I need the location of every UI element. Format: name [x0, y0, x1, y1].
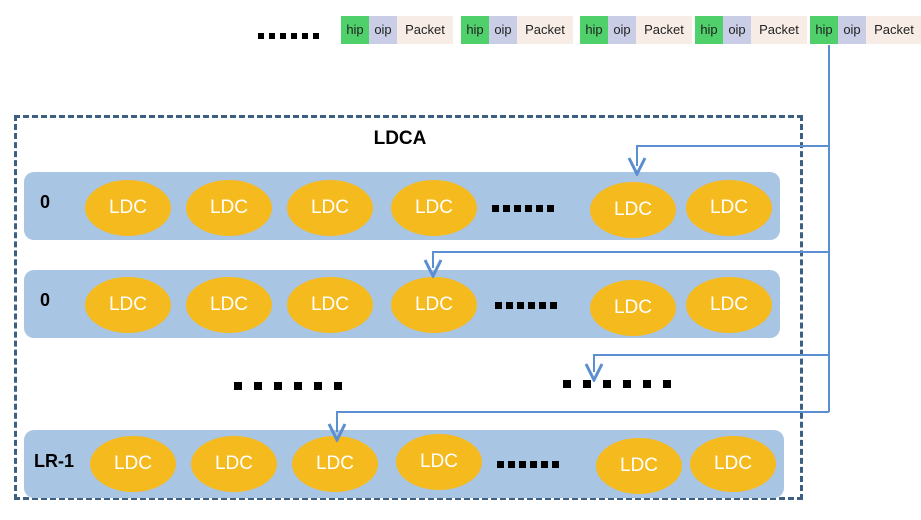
packet-payload: Packet — [751, 16, 807, 44]
dispatch-arrow-row1 — [637, 145, 829, 166]
ldca-title: LDCA — [373, 128, 427, 149]
packet: hip oip Packet — [341, 16, 453, 44]
row-label: LR-1 — [34, 451, 74, 471]
ldc-unit: LDC — [590, 182, 676, 238]
row-ellipsis — [492, 205, 554, 212]
dispatch-arrow-mid — [594, 354, 829, 372]
packet-hip: hip — [341, 16, 369, 44]
ldc-unit: LDC — [391, 180, 477, 236]
ldc-unit: LDC — [686, 277, 772, 333]
packet-payload: Packet — [397, 16, 453, 44]
packet-oip: oip — [489, 16, 517, 44]
packet-hip: hip — [461, 16, 489, 44]
row-label: 0 — [40, 192, 51, 212]
ldc-unit: LDC — [590, 280, 676, 336]
packet: hip oip Packet — [461, 16, 573, 44]
ldc-unit: LDC — [396, 434, 482, 490]
row-ellipsis — [495, 302, 557, 309]
packet-payload: Packet — [636, 16, 692, 44]
ldc-unit: LDC — [85, 277, 171, 333]
packet-oip: oip — [723, 16, 751, 44]
ldc-unit: LDC — [596, 438, 682, 494]
ldc-unit: LDC — [186, 180, 272, 236]
ldc-unit: LDC — [90, 436, 176, 492]
ldc-unit: LDC — [85, 180, 171, 236]
packet: hip oip Packet — [810, 16, 921, 44]
row-label: 0 — [40, 290, 51, 310]
ldc-unit: LDC — [186, 277, 272, 333]
ldca-frame — [14, 115, 803, 500]
packet-payload: Packet — [517, 16, 573, 44]
ldc-unit: LDC — [292, 436, 378, 492]
packet-hip: hip — [580, 16, 608, 44]
packet-oip: oip — [608, 16, 636, 44]
dispatch-arrow-row3 — [337, 411, 829, 432]
packet: hip oip Packet — [580, 16, 692, 44]
rows-ellipsis — [234, 382, 342, 390]
ldc-unit: LDC — [686, 180, 772, 236]
packet-oip: oip — [838, 16, 866, 44]
ldc-unit: LDC — [690, 436, 776, 492]
packet: hip oip Packet — [695, 16, 807, 44]
dispatch-arrow-row2 — [433, 251, 829, 268]
ldc-unit: LDC — [191, 436, 277, 492]
packet-payload: Packet — [866, 16, 921, 44]
packet-stream-ellipsis — [258, 33, 319, 39]
packet-oip: oip — [369, 16, 397, 44]
ldc-unit: LDC — [391, 277, 477, 333]
ldc-unit: LDC — [287, 180, 373, 236]
ldc-unit: LDC — [287, 277, 373, 333]
row-ellipsis — [497, 461, 559, 468]
packet-hip: hip — [810, 16, 838, 44]
packet-hip: hip — [695, 16, 723, 44]
rows-ellipsis — [563, 380, 671, 388]
